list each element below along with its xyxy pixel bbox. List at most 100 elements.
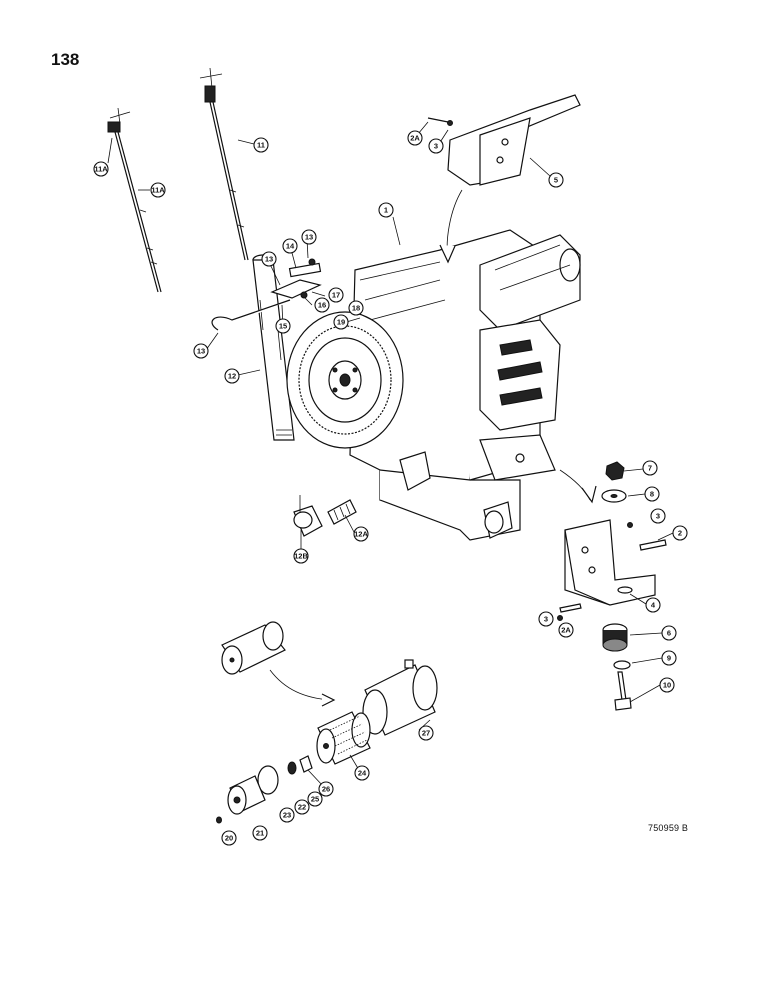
svg-text:21: 21 [256,829,264,838]
svg-text:13: 13 [305,233,313,242]
svg-text:11A: 11A [151,186,165,195]
page-number: 138 [51,50,80,69]
oring-22 [257,765,279,795]
callout-11: 11 [253,137,269,153]
callout-13-mid: 13 [261,251,277,267]
svg-text:13: 13 [197,347,205,356]
svg-text:7: 7 [648,464,652,473]
callout-13-clip: 13 [193,343,209,359]
seal-25 [287,761,297,775]
svg-text:3: 3 [544,615,548,624]
spring-26 [299,755,313,773]
bolt-10 [614,671,632,711]
drawing-code: 750959 B [648,823,689,833]
svg-text:12: 12 [228,372,236,381]
callout-22: 22 [294,799,310,815]
clip-13 [211,258,322,331]
svg-text:17: 17 [332,291,340,300]
svg-text:9: 9 [667,654,671,663]
svg-text:8: 8 [650,490,654,499]
mount-6 [602,623,628,652]
callout-27: 27 [418,725,434,741]
filter-element-24 [316,711,371,765]
svg-text:26: 26 [322,785,330,794]
fitting-12a [327,499,357,525]
callout-12a: 12A [353,526,369,542]
dipstick-11 [199,67,249,261]
callout-8: 8 [644,486,660,502]
callout-17: 17 [328,287,344,303]
svg-text:2: 2 [678,529,682,538]
bracket-5 [427,94,581,264]
washer-8 [601,489,627,503]
svg-text:3: 3 [656,512,660,521]
callout-16: 16 [314,297,330,313]
svg-text:5: 5 [554,176,558,185]
callout-6: 6 [661,625,677,641]
callout-1: 1 [378,202,394,218]
nut-7 [605,461,625,481]
cap-21 [227,775,266,815]
svg-text:19: 19 [337,318,345,327]
svg-text:23: 23 [283,811,291,820]
svg-text:11: 11 [257,141,265,150]
svg-text:13: 13 [265,255,273,264]
svg-text:2A: 2A [410,134,420,143]
washer-9 [613,660,631,670]
callout-3-top: 3 [428,138,444,154]
svg-text:12B: 12B [294,552,308,561]
svg-text:20: 20 [225,834,233,843]
callout-23: 23 [279,807,295,823]
callout-9: 9 [661,650,677,666]
svg-text:18: 18 [352,304,360,313]
callout-20: 20 [221,830,237,846]
filler-tube-12 [252,254,295,441]
elbow-12b [293,495,323,537]
svg-text:1: 1 [384,206,388,215]
callout-3-right: 3 [650,508,666,524]
svg-text:24: 24 [358,769,367,778]
svg-text:16: 16 [318,301,326,310]
bolt-2 [627,522,667,551]
callout-18: 18 [348,300,364,316]
bolt-2a-lower [557,603,582,621]
svg-text:2A: 2A [561,626,571,635]
callout-24: 24 [354,765,370,781]
svg-text:14: 14 [286,242,295,251]
filter-arrow [269,669,336,707]
svg-text:11A: 11A [94,165,108,174]
callout-5: 5 [548,172,564,188]
bracket-4 [559,469,656,606]
svg-text:4: 4 [651,601,656,610]
plug-20 [216,816,222,824]
svg-text:3: 3 [434,142,438,151]
svg-text:6: 6 [667,629,671,638]
callout-10: 10 [659,677,675,693]
callout-15: 15 [275,318,291,334]
callout-11a-lower: 11A [150,182,166,198]
callout-26: 26 [318,781,334,797]
svg-text:27: 27 [422,729,430,738]
transmission-housing [286,229,581,541]
filter-housing-27 [362,659,438,736]
callout-12: 12 [224,368,240,384]
callout-14: 14 [282,238,298,254]
callout-12b: 12B [293,548,309,564]
callout-2: 2 [672,525,688,541]
callout-4: 4 [645,597,661,613]
filter-housing-small [221,621,286,675]
callout-7: 7 [642,460,658,476]
svg-text:22: 22 [298,803,306,812]
callout-19: 19 [333,314,349,330]
callout-11a-upper: 11A [93,161,109,177]
callout-25: 25 [307,791,323,807]
callout-2a-top: 2A [407,130,423,146]
svg-text:12A: 12A [354,530,368,539]
callout-2a-lower: 2A [558,622,574,638]
svg-text:15: 15 [279,322,287,331]
svg-text:10: 10 [663,681,671,690]
callout-3-lower: 3 [538,611,554,627]
callout-13-top: 13 [301,229,317,245]
callout-21: 21 [252,825,268,841]
